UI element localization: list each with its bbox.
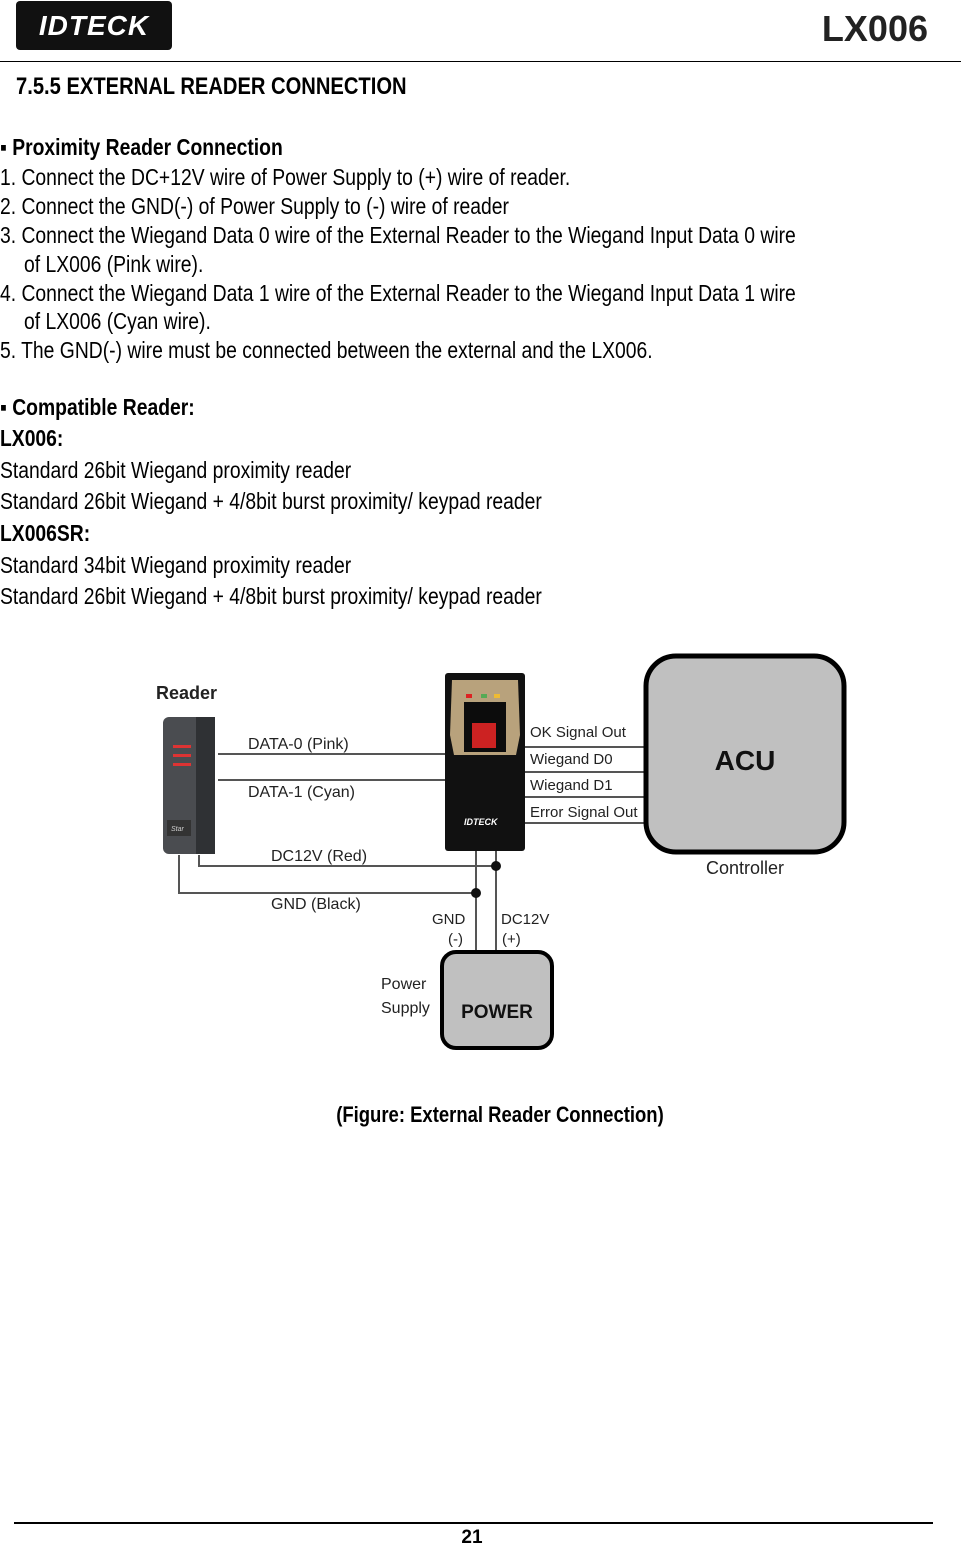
step-4-cont: of LX006 (Cyan wire). bbox=[24, 308, 211, 334]
model-name: LX006 bbox=[821, 8, 928, 49]
proximity-heading: ▪ Proximity Reader Connection bbox=[0, 134, 283, 160]
dc12v-sign: (+) bbox=[502, 931, 521, 948]
step-3-cont: of LX006 (Pink wire). bbox=[24, 251, 204, 277]
connection-diagram: Reader Star DATA-0 (Pink) DATA-1 (Cyan) … bbox=[156, 653, 847, 1050]
output-label: Wiegand D0 bbox=[530, 751, 613, 768]
gnd-label: GND bbox=[432, 911, 466, 928]
data1-label: DATA-1 (Cyan) bbox=[248, 784, 355, 801]
step-2: 2. Connect the GND(-) of Power Supply to… bbox=[0, 193, 509, 219]
controller-label: Controller bbox=[706, 858, 784, 878]
compatible-model-lx006sr: LX006SR: bbox=[0, 520, 91, 546]
lx006-device: IDTECK bbox=[445, 673, 525, 851]
data0-label: DATA-0 (Pink) bbox=[248, 736, 349, 753]
output-label: OK Signal Out bbox=[530, 724, 627, 741]
svg-text:IDTECK: IDTECK bbox=[464, 817, 499, 827]
wires bbox=[178, 746, 645, 952]
output-label: Error Signal Out bbox=[530, 804, 638, 821]
output-label: Wiegand D1 bbox=[530, 777, 613, 794]
compatible-item: Standard 26bit Wiegand proximity reader bbox=[0, 457, 352, 483]
dc12v-red-label: DC12V (Red) bbox=[271, 848, 367, 865]
gnd-black-label: GND (Black) bbox=[271, 896, 361, 913]
compatible-item: Standard 26bit Wiegand + 4/8bit burst pr… bbox=[0, 488, 542, 514]
compatible-model-lx006: LX006: bbox=[0, 425, 64, 451]
svg-text:Star: Star bbox=[171, 826, 185, 833]
power-box bbox=[440, 950, 554, 1050]
compatible-item: Standard 34bit Wiegand proximity reader bbox=[0, 552, 352, 578]
acu-box bbox=[643, 653, 847, 855]
step-3: 3. Connect the Wiegand Data 0 wire of th… bbox=[0, 222, 796, 248]
figure-caption: (Figure: External Reader Connection) bbox=[336, 1102, 664, 1127]
compatible-item: Standard 26bit Wiegand + 4/8bit burst pr… bbox=[0, 583, 542, 609]
junction-dot bbox=[491, 861, 501, 871]
acu-label: ACU bbox=[715, 745, 776, 776]
section-title: 7.5.5 EXTERNAL READER CONNECTION bbox=[16, 73, 407, 100]
step-1: 1. Connect the DC+12V wire of Power Supp… bbox=[0, 164, 571, 190]
reader-device: Star bbox=[163, 717, 215, 854]
step-5: 5. The GND(-) wire must be connected bet… bbox=[0, 337, 653, 363]
page-number: 21 bbox=[461, 1527, 483, 1548]
reader-label: Reader bbox=[156, 683, 217, 703]
footer-divider bbox=[14, 1522, 933, 1524]
compatible-heading: ▪ Compatible Reader: bbox=[0, 394, 195, 420]
dc12v-label: DC12V bbox=[501, 911, 549, 928]
power-supply-label: Supply bbox=[381, 1000, 430, 1017]
power-supply-label: Power bbox=[381, 976, 427, 993]
header-divider bbox=[0, 61, 961, 62]
idteck-logo: IDTECK bbox=[16, 1, 172, 50]
junction-dot bbox=[471, 888, 481, 898]
step-4: 4. Connect the Wiegand Data 1 wire of th… bbox=[0, 280, 796, 306]
power-label: POWER bbox=[461, 1002, 533, 1023]
gnd-sign: (-) bbox=[448, 931, 463, 948]
